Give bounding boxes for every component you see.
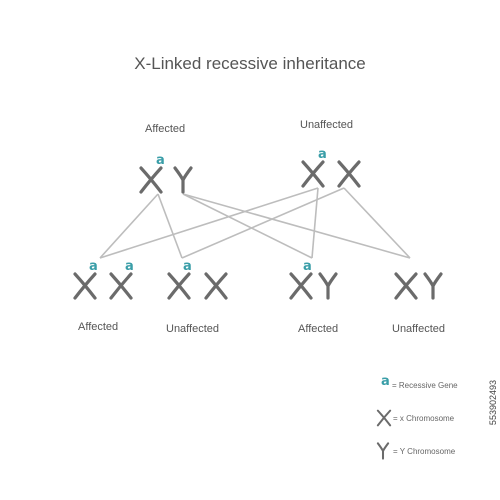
diagram-title: X-Linked recessive inheritance	[134, 54, 366, 73]
x-chromosome-icon	[204, 272, 228, 300]
line-mother-x-to-child4	[343, 187, 411, 259]
line-father-y-to-child3	[182, 193, 313, 259]
line-father-x-to-child2	[157, 193, 183, 259]
x-chromosome-icon	[289, 272, 313, 300]
legend-y-chromosome-icon	[376, 442, 390, 460]
x-chromosome-icon	[109, 272, 133, 300]
recessive-gene-mark: a	[183, 259, 192, 274]
recessive-gene-mark: a	[303, 259, 312, 274]
parent-label-mother: Unaffected	[300, 119, 354, 131]
child-label-2: Unaffected	[166, 323, 220, 335]
y-chromosome-icon	[318, 272, 338, 300]
y-chromosome-icon	[173, 166, 193, 194]
legend-gene-icon: a	[381, 374, 390, 389]
child-label-4: Unaffected	[392, 323, 446, 335]
recessive-gene-mark: a	[125, 259, 134, 274]
legend-y-text: = Y Chromosome	[393, 447, 456, 456]
line-father-x-to-child1	[99, 193, 159, 259]
line-father-y-to-child4	[182, 193, 411, 259]
recessive-gene-mark: a	[89, 259, 98, 274]
line-mother-x-to-child2	[181, 187, 345, 259]
x-chromosome-icon	[337, 160, 361, 188]
x-chromosome-icon	[73, 272, 97, 300]
y-chromosome-icon	[423, 272, 443, 300]
legend-x-chromosome-icon	[376, 409, 392, 427]
stock-id-watermark: 553902493	[488, 380, 498, 426]
line-mother-xa-to-child3	[311, 187, 319, 259]
legend-x-text: = x Chromosome	[393, 414, 455, 423]
line-mother-xa-to-child1	[99, 187, 319, 259]
child-label-3: Affected	[298, 323, 339, 335]
child-label-1: Affected	[78, 321, 119, 333]
x-chromosome-icon	[301, 160, 325, 188]
x-chromosome-icon	[394, 272, 418, 300]
recessive-gene-mark: a	[318, 147, 327, 162]
x-chromosome-icon	[139, 166, 163, 194]
parent-label-father: Affected	[145, 123, 186, 135]
legend-gene-text: = Recessive Gene	[392, 381, 458, 390]
recessive-gene-mark: a	[156, 153, 165, 168]
x-chromosome-icon	[167, 272, 191, 300]
